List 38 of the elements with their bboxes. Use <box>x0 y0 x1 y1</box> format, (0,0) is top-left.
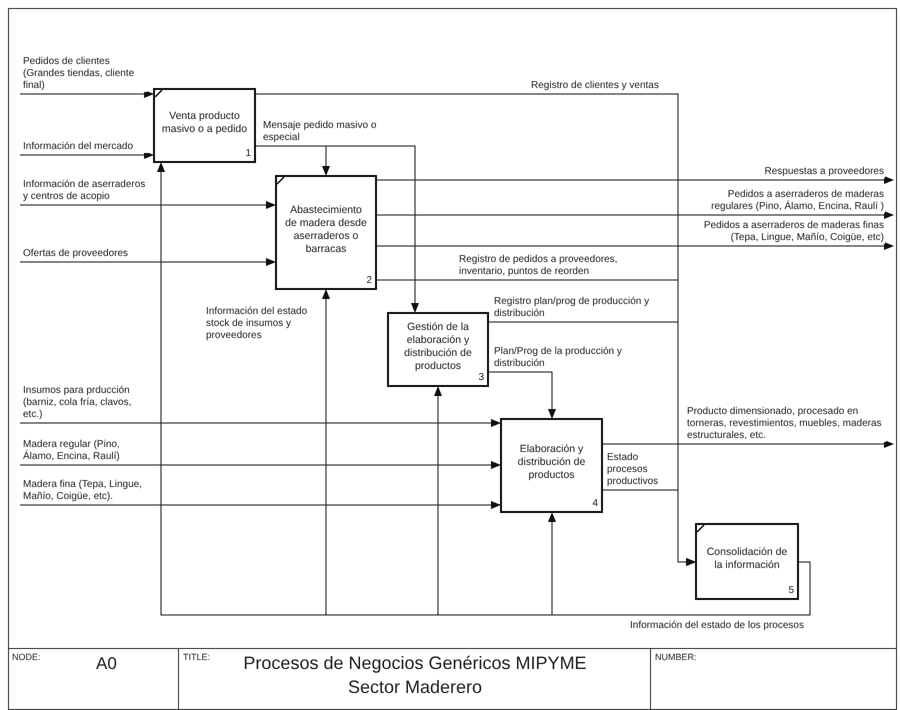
arrow <box>376 242 894 250</box>
arrow <box>20 201 276 209</box>
arrow <box>602 440 894 448</box>
activity-name: Consolidación de la información <box>706 546 788 572</box>
arrow <box>602 490 696 566</box>
arrow <box>376 211 894 219</box>
arrow <box>20 419 501 427</box>
edge-label: Producto dimensionado, procesado en torneras, revestimientos, muebles, maderas estructurales, etc. <box>686 406 886 442</box>
activity-name: Gestión de la elaboración y distribución de productos <box>403 320 473 372</box>
arrow <box>256 146 419 313</box>
activity-name: Venta producto masivo o a pedido <box>161 110 248 136</box>
activity-box <box>695 523 799 600</box>
node-number: A0 <box>96 653 117 675</box>
activity-box <box>500 418 603 513</box>
activity-number: 3 <box>478 372 484 384</box>
edge-label: Pedidos de clientes (Grandes tiendas, cliente final) <box>22 56 147 92</box>
activity-number: 1 <box>245 148 251 160</box>
diagram-title: Procesos de Negocios Genéricos MIPYME Sector Maderero <box>242 652 588 699</box>
activity-number: 2 <box>366 275 372 287</box>
arrow <box>20 258 276 266</box>
arrow <box>20 461 501 469</box>
arrow <box>548 512 810 616</box>
arrow <box>488 372 556 419</box>
edge-label: Información del mercado <box>22 141 150 153</box>
arrow <box>376 176 894 184</box>
activity-number: 5 <box>788 585 794 597</box>
activity-box <box>275 175 377 290</box>
activity-name: Elaboración y distribución de productos <box>516 443 586 482</box>
arrow <box>20 90 154 98</box>
field-caption: NUMBER: <box>655 651 697 664</box>
activity-box <box>387 312 489 387</box>
activity-box <box>153 88 256 163</box>
field-caption: NODE: <box>12 651 41 664</box>
activity-name: Abastecimiento de madera desde aserraderos o barracas <box>284 204 368 256</box>
arrow <box>20 151 154 159</box>
field-caption: TITLE: <box>183 651 210 664</box>
activity-number: 4 <box>592 498 598 510</box>
arrow <box>20 501 501 509</box>
